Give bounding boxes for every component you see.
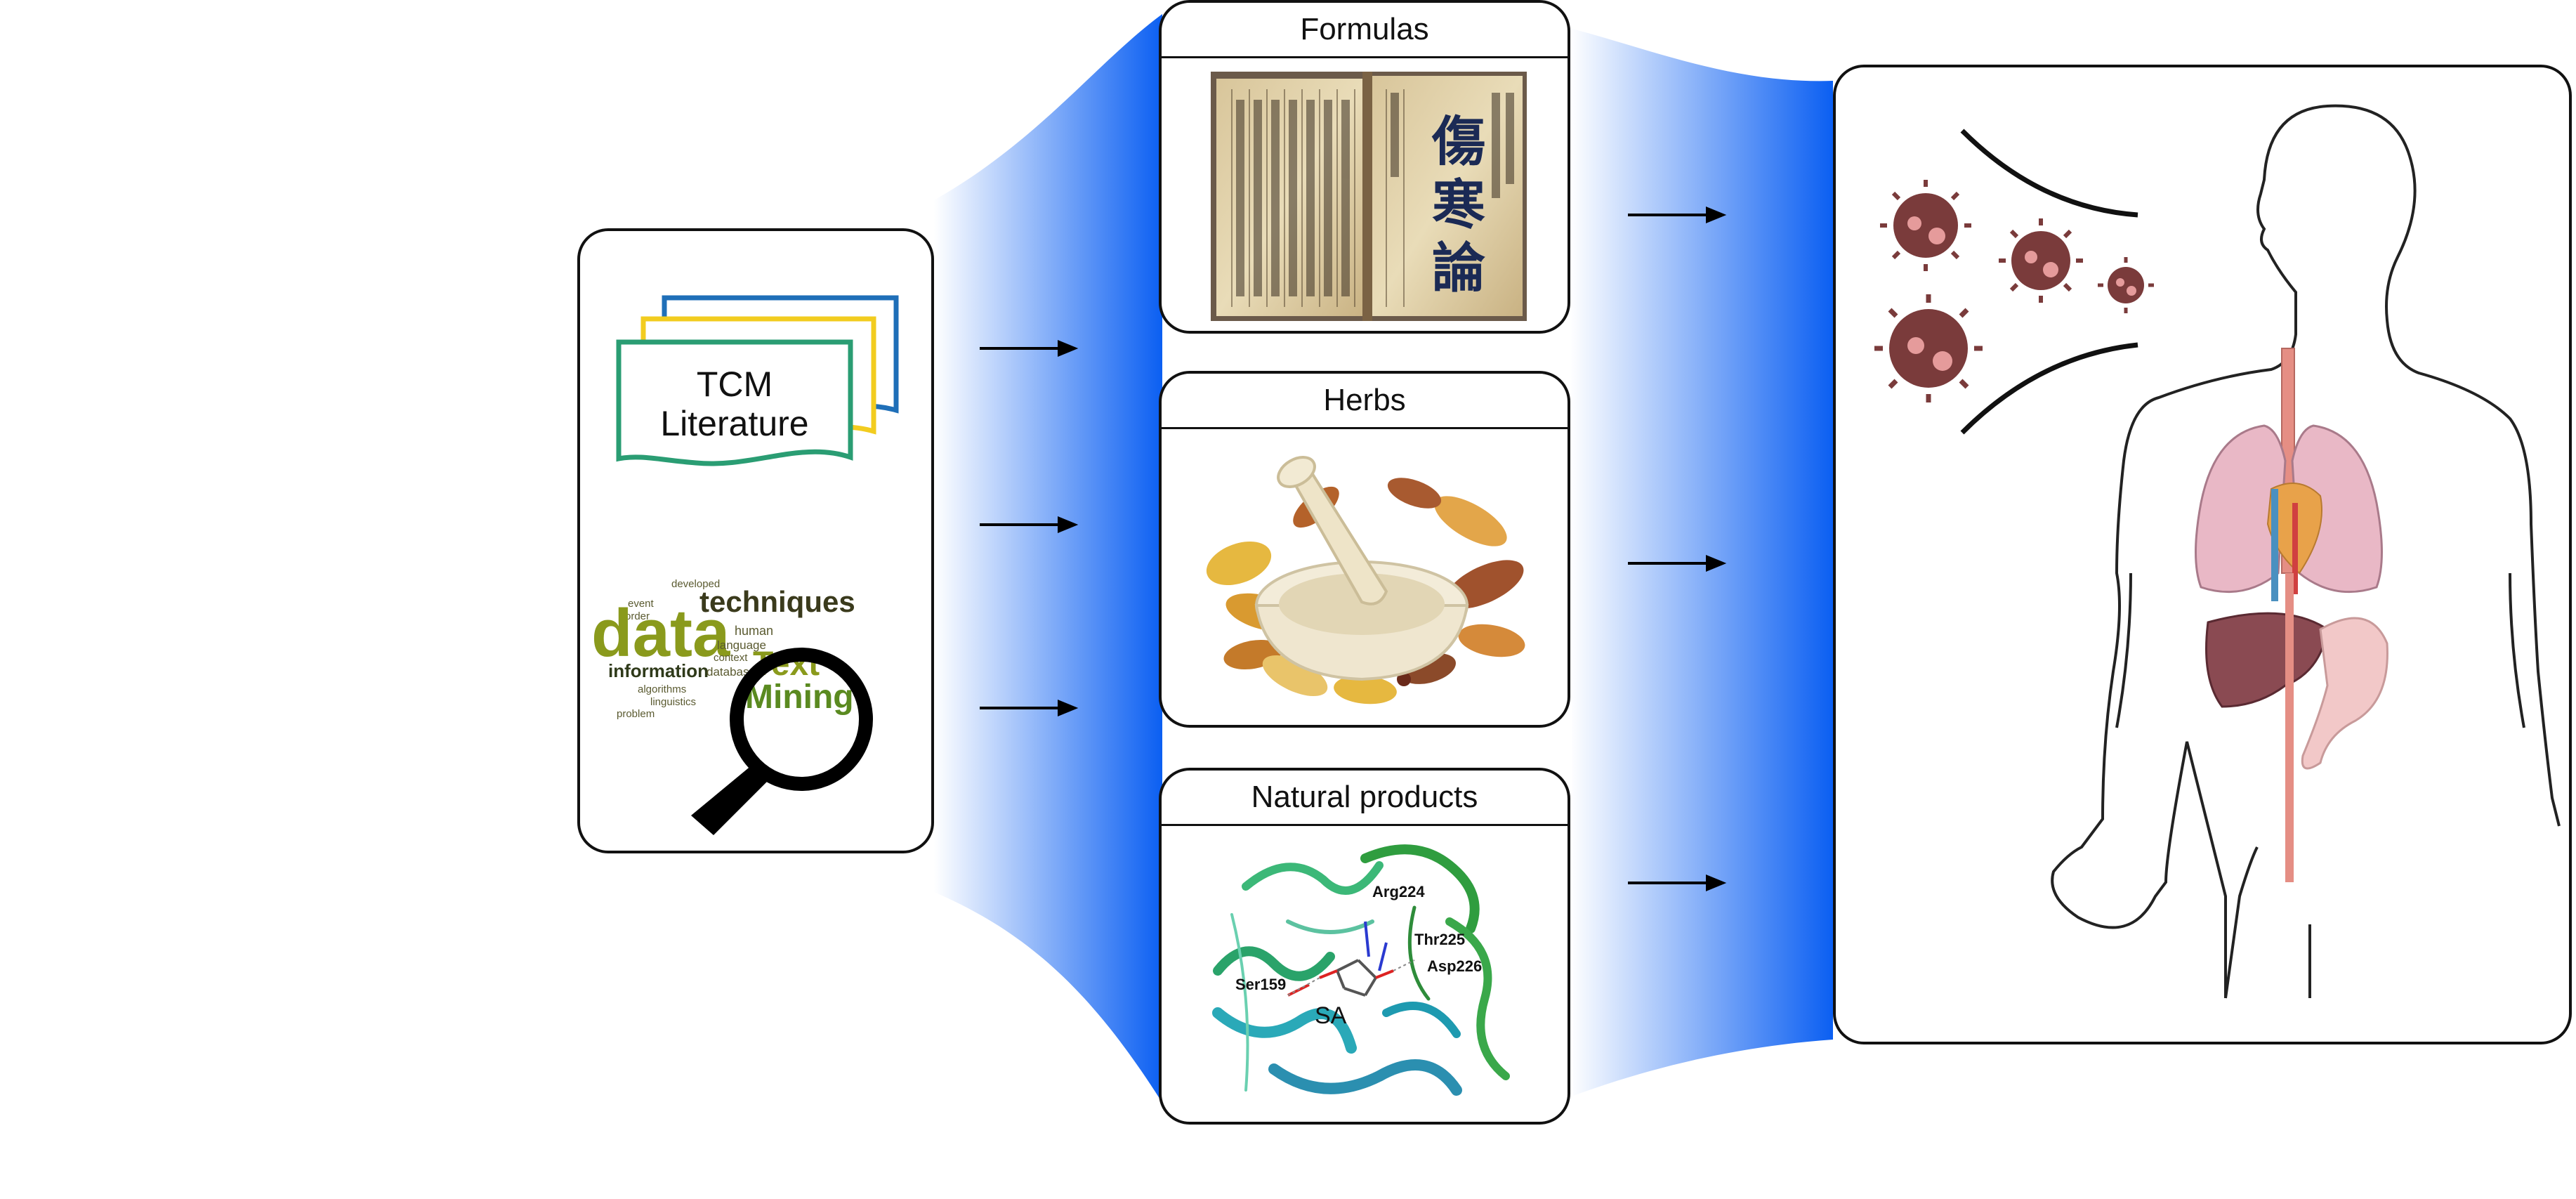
virus-icon <box>1999 218 2083 303</box>
word-human: human <box>735 624 774 638</box>
word-context: context <box>714 652 748 664</box>
literature-card: TCM Literature developed event order tec… <box>577 228 934 853</box>
arrow-right-2 <box>1628 555 1727 572</box>
natural-products-title: Natural products <box>1162 771 1568 826</box>
word-language: language <box>717 638 766 652</box>
natural-products-card: Natural products <box>1159 768 1570 1125</box>
book-char-1: 傷 <box>1432 110 1485 173</box>
ligand-label: SA <box>1315 1002 1347 1029</box>
literature-title-line1: TCM <box>696 365 773 404</box>
virus-icon <box>1874 294 1983 402</box>
arrow-right-3 <box>1628 874 1727 891</box>
herbs-card: Herbs <box>1159 371 1570 728</box>
book-char-3: 論 <box>1432 237 1485 299</box>
word-linguistics: linguistics <box>650 696 697 708</box>
word-event: event <box>628 598 654 610</box>
word-techniques: techniques <box>699 585 855 618</box>
book-char-2: 寒 <box>1432 173 1485 236</box>
word-problem: problem <box>617 708 655 720</box>
arrow-left-2 <box>980 516 1079 533</box>
word-developed: developed <box>671 578 721 590</box>
arrow-left-1 <box>980 340 1079 357</box>
arrow-right-1 <box>1628 207 1727 223</box>
residue-arg224: Arg224 <box>1372 883 1425 900</box>
word-algorithms: algorithms <box>638 683 687 695</box>
virus-particles <box>1874 180 2154 402</box>
text-mining-wordcloud: developed event order techniques data hu… <box>591 578 910 761</box>
word-information: information <box>608 660 709 681</box>
herbs-mortar-image <box>1206 456 1525 705</box>
residue-ser159: Ser159 <box>1235 976 1287 993</box>
magnifier-icon <box>691 648 873 835</box>
herbs-title: Herbs <box>1162 374 1568 429</box>
document-stack-icon <box>616 295 899 466</box>
word-mining: Mining <box>745 679 854 716</box>
literature-title-line2: Literature <box>660 404 809 443</box>
word-database: database <box>707 665 756 679</box>
left-funnel <box>934 14 1162 1103</box>
word-data: data <box>591 596 730 671</box>
residue-thr225: Thr225 <box>1414 931 1466 948</box>
virus-icon <box>1880 180 1971 271</box>
ancient-book-image <box>1211 72 1527 321</box>
arrow-left-3 <box>980 700 1079 716</box>
formulas-card: Formulas <box>1159 0 1570 334</box>
protein-structure-image <box>1212 844 1510 1096</box>
human-body-card <box>1833 65 2572 1044</box>
virus-icon <box>2098 257 2154 313</box>
formulas-title: Formulas <box>1162 3 1568 58</box>
human-body-illustration <box>1960 104 2561 999</box>
residue-asp226: Asp226 <box>1427 957 1483 975</box>
word-order: order <box>625 610 650 622</box>
